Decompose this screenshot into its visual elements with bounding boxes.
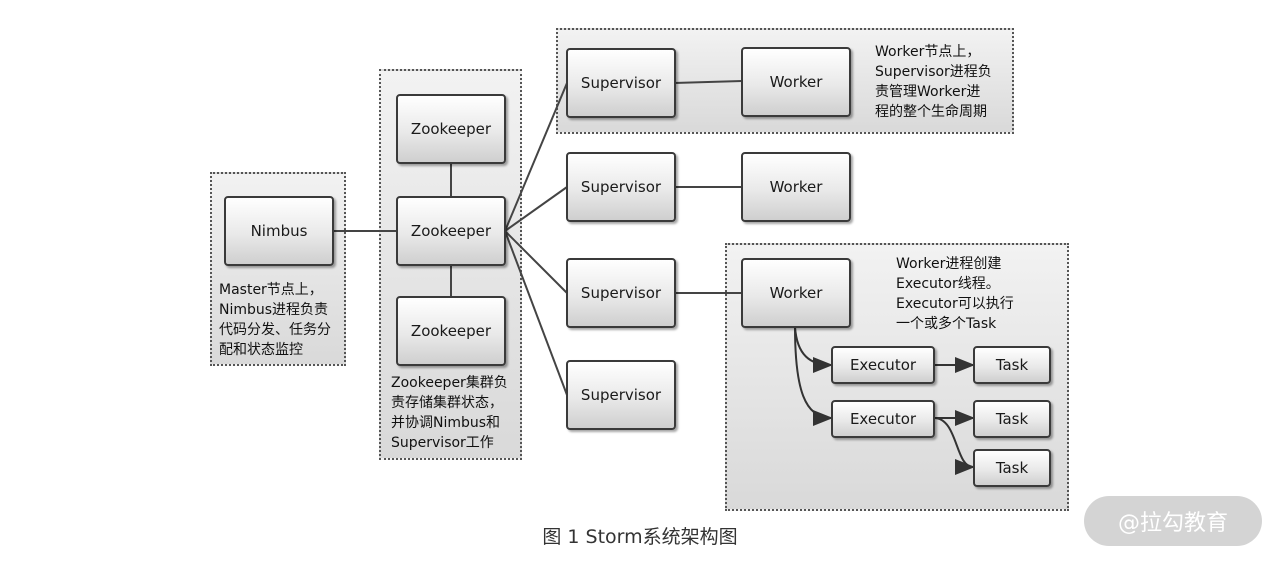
worker-node-3: Worker — [741, 258, 851, 328]
supervisor-node-2: Supervisor — [566, 152, 676, 222]
zookeeper-node-bottom: Zookeeper — [396, 296, 506, 366]
link-zookeeper-supervisor-2 — [504, 186, 568, 232]
worker-node-2: Worker — [741, 152, 851, 222]
supervisor-node-1: Supervisor — [566, 48, 676, 118]
worker-node-1: Worker — [741, 47, 851, 117]
zookeeper-node-top: Zookeeper — [396, 94, 506, 164]
supervisor-node-4: Supervisor — [566, 360, 676, 430]
zookeeper-node-middle: Zookeeper — [396, 196, 506, 266]
task-node-3: Task — [973, 449, 1051, 487]
arrow-worker-executor-2 — [794, 326, 833, 426]
link-zookeeper-supervisor-3 — [504, 230, 568, 294]
task-node-1: Task — [973, 346, 1051, 384]
supervisor-node-3: Supervisor — [566, 258, 676, 328]
link-zookeeper-supervisor-1 — [504, 82, 568, 232]
task-node-2: Task — [973, 400, 1051, 438]
link-supervisor-worker-1 — [673, 80, 743, 84]
worker-note: Worker进程创建 Executor线程。 Executor可以执行 一个或多… — [896, 256, 1014, 332]
link-zookeeper-supervisor-4 — [504, 230, 568, 396]
watermark: @拉勾教育 — [1084, 496, 1262, 546]
figure-caption: 图 1 Storm系统架构图 — [542, 526, 738, 548]
supervisor-note: Worker节点上， Supervisor进程负 责管理Worker进 程的整个… — [875, 44, 992, 120]
zookeeper-note: Zookeeper集群负 责存储集群状态， 并协调Nimbus和 Supervi… — [391, 375, 508, 451]
master-note: Master节点上， Nimbus进程负责 代码分发、任务分 配和状态监控 — [219, 282, 331, 358]
executor-node-1: Executor — [831, 346, 935, 384]
executor-node-2: Executor — [831, 400, 935, 438]
arrow-executor-2-task-3 — [933, 417, 975, 475]
arrow-worker-executor-1 — [794, 326, 833, 373]
nimbus-node: Nimbus — [224, 196, 334, 266]
